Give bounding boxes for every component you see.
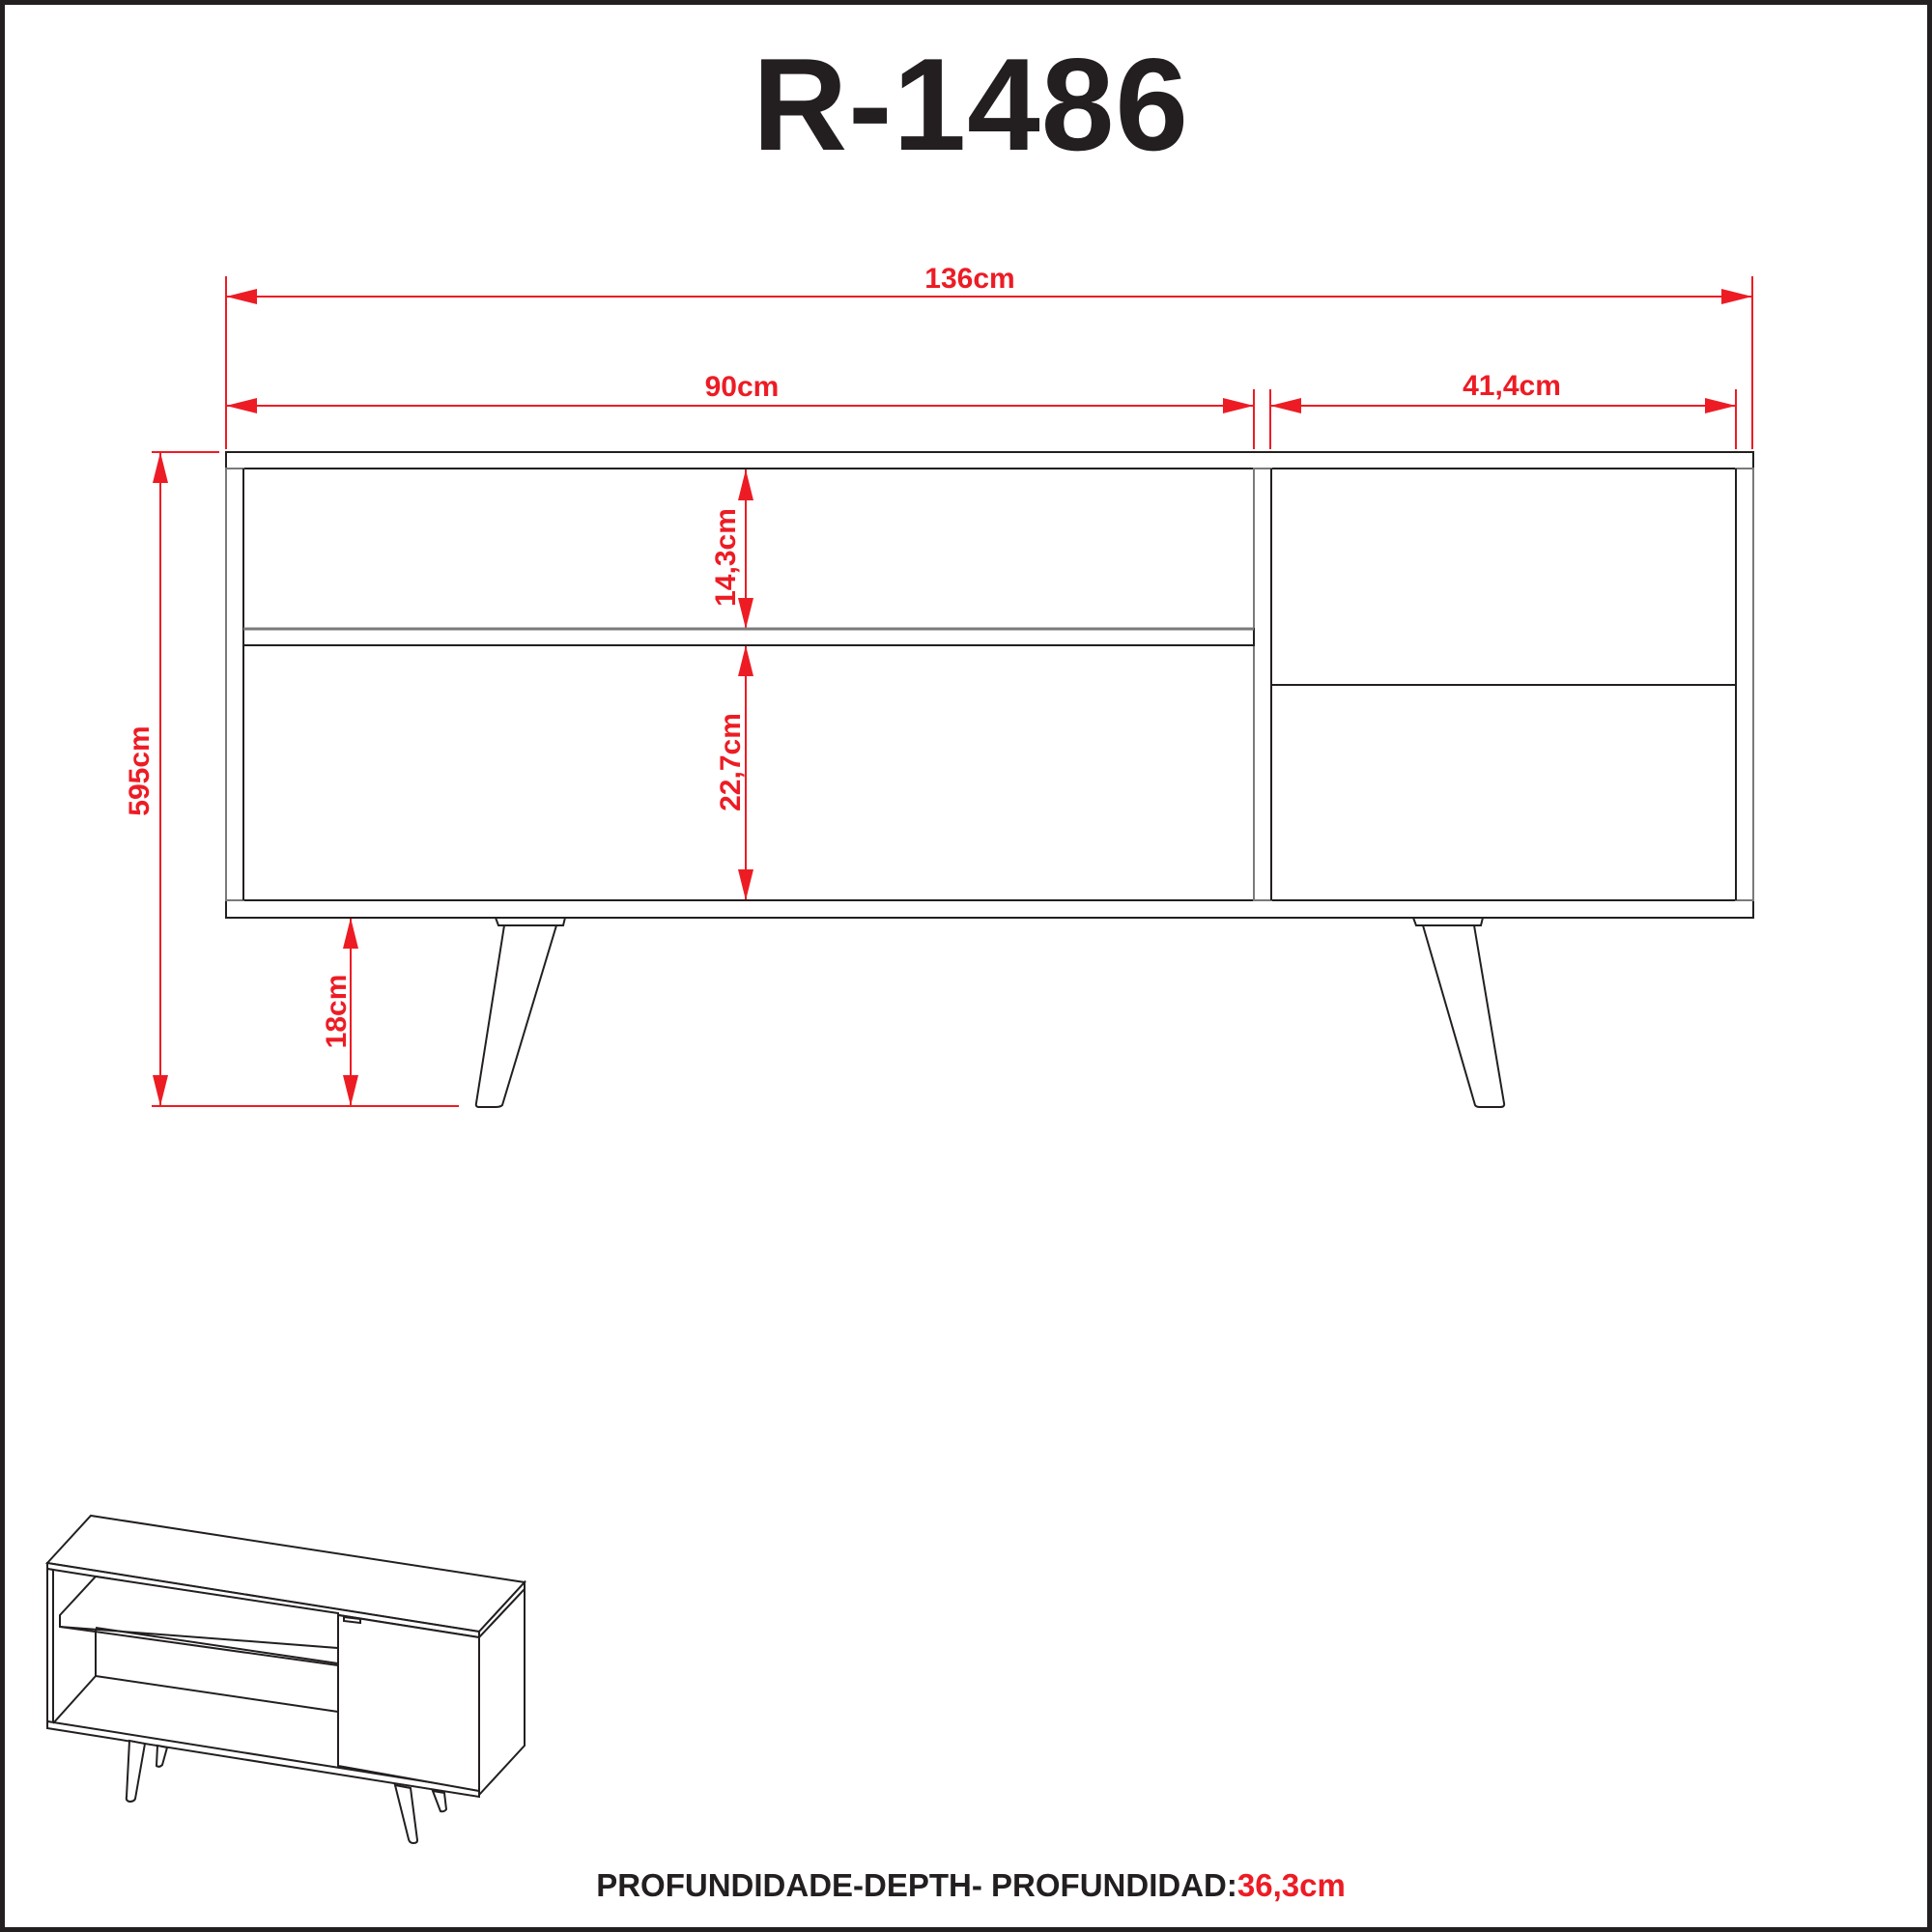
left-section-width-label: 90cm <box>705 371 780 403</box>
left-shelf <box>242 628 1255 646</box>
dimension-leg-height: 18cm <box>321 918 358 1106</box>
cabinet-legs <box>474 917 1506 1108</box>
right-section-width-label: 41,4cm <box>1463 370 1561 402</box>
dimension-upper-niche-height: 14,3cm <box>710 469 753 629</box>
product-code-title: R-1486 <box>752 31 1190 178</box>
dimension-total-height: 595cm <box>124 451 459 1107</box>
depth-value: 36,3cm <box>1236 1867 1346 1903</box>
left-leg <box>474 917 567 1108</box>
front-elevation-drawing: 136cm 90cm 41,4cm 595cm 14,3cm <box>45 263 1754 1845</box>
isometric-view <box>45 1514 527 1845</box>
right-leg <box>1411 917 1506 1108</box>
lower-niche-height-label: 22,7cm <box>715 713 747 811</box>
dimension-left-section-width: 90cm <box>226 371 1255 449</box>
dimension-right-section-width: 41,4cm <box>1269 370 1737 449</box>
depth-footer: PROFUNDIDADE-DEPTH- PROFUNDIDAD:36,3cm <box>5 1867 1927 1904</box>
center-divider <box>1253 468 1272 901</box>
left-side-panel <box>225 468 244 901</box>
bottom-panel <box>225 899 1754 919</box>
total-width-label: 136cm <box>924 263 1014 295</box>
leg-height-label: 18cm <box>321 975 353 1049</box>
cabinet-front-view <box>225 451 1754 919</box>
top-panel <box>225 451 1754 469</box>
dimension-total-width: 136cm <box>225 263 1753 449</box>
right-side-panel <box>1735 468 1754 901</box>
total-height-label: 595cm <box>124 725 156 815</box>
depth-label: PROFUNDIDADE-DEPTH- PROFUNDIDAD: <box>596 1867 1237 1903</box>
dimension-lower-niche-height: 22,7cm <box>715 645 753 900</box>
upper-niche-height-label: 14,3cm <box>710 508 742 607</box>
